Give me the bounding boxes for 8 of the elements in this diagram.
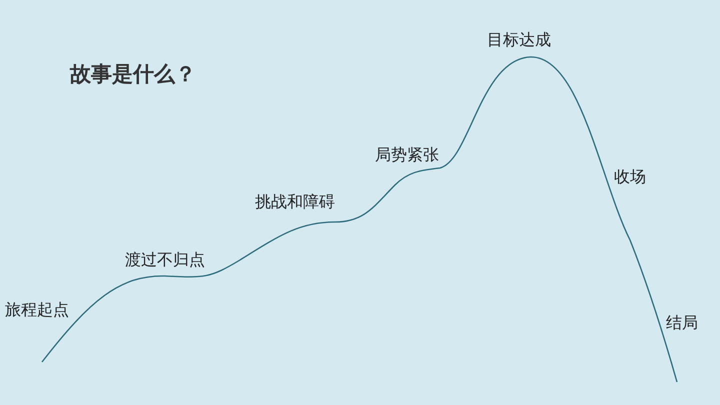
stage-label: 旅程起点 (5, 300, 69, 320)
stage-label: 结局 (666, 313, 698, 332)
title: 故事是什么？ (70, 61, 196, 88)
stage-label: 局势紧张 (375, 145, 439, 164)
stage-label: 渡过不归点 (125, 250, 205, 270)
stage-label: 挑战和障碍 (255, 192, 335, 212)
stage-label: 收场 (614, 167, 646, 186)
stage-label: 目标达成 (487, 30, 551, 50)
